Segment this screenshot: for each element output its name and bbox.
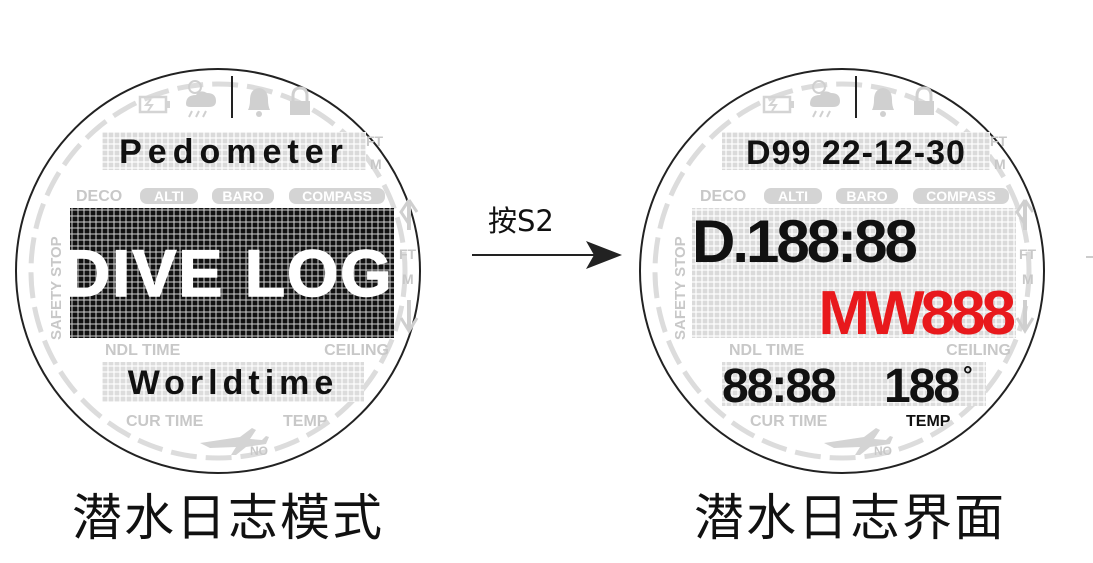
top-dot-matrix-row	[722, 132, 990, 170]
bottom-dot-matrix-row	[102, 362, 364, 402]
battery-icon	[762, 95, 794, 114]
airplane-icon	[200, 428, 269, 455]
unit-m: M	[994, 156, 1006, 172]
right-caption: 潜水日志界面	[694, 489, 1006, 547]
main-text-dive-log: DIVE LOG	[62, 236, 393, 310]
label-temp-lit: TEMP	[906, 413, 951, 430]
left-watch-dashed-ring	[28, 81, 408, 461]
right-watch-dashed-ring	[652, 81, 1032, 461]
bell-icon	[248, 88, 270, 117]
mode-baro: BARO	[222, 188, 263, 204]
mode-compass: COMPASS	[302, 188, 372, 204]
icon-divider	[855, 76, 857, 118]
top-dot-matrix-row	[102, 132, 366, 170]
bell-icon	[872, 88, 894, 117]
left-watch: Pedometer FT M DECO ALTI BARO COMPASS SA…	[15, 68, 421, 474]
arrow-up-icon	[1015, 199, 1035, 230]
right-watch: D99 22-12-30 FT M DECO ALTI BARO COMPASS…	[639, 68, 1045, 474]
unit-m: M	[370, 156, 382, 172]
label-no-fly: NO	[250, 444, 268, 458]
mode-baro: BARO	[846, 188, 887, 204]
side-label-safety-stop: SAFETY STOP	[48, 236, 65, 340]
bottom-row-text: Worldtime	[128, 364, 339, 402]
unit-ft: FT	[366, 133, 384, 149]
mode-deco: DECO	[76, 188, 122, 205]
side-label-safety-stop: SAFETY STOP	[672, 236, 689, 340]
mode-deco: DECO	[700, 188, 746, 205]
transition-label: 按S2	[488, 204, 554, 238]
label-temp: TEMP	[283, 413, 328, 430]
label-cur-time: CUR TIME	[750, 413, 828, 430]
transition-arrow	[472, 241, 622, 269]
left-caption: 潜水日志模式	[72, 489, 384, 547]
main-display-panel	[70, 208, 394, 338]
main-value: D.188:88	[692, 208, 916, 275]
label-no-fly: NO	[874, 444, 892, 458]
label-cur-time: CUR TIME	[126, 413, 204, 430]
label-ndl-time: NDL TIME	[729, 342, 805, 359]
side-unit-m: M	[402, 271, 414, 287]
bottom-dot-matrix-row	[722, 362, 986, 406]
icon-divider	[231, 76, 233, 118]
unit-ft: FT	[990, 133, 1008, 149]
mode-alti: ALTI	[154, 188, 184, 204]
arrow-up-icon	[399, 199, 419, 230]
time-value: 88:88	[722, 360, 836, 413]
main-sub-value: MW888	[818, 279, 1014, 348]
lock-icon	[290, 86, 310, 115]
top-row-date: D99 22-12-30	[746, 134, 966, 172]
mode-alti: ALTI	[778, 188, 808, 204]
lock-icon	[914, 86, 934, 115]
label-ceiling: CEILING	[946, 342, 1011, 359]
main-display-panel	[692, 208, 1016, 338]
mode-compass: COMPASS	[926, 188, 996, 204]
temp-value: 188	[884, 360, 959, 413]
battery-icon	[138, 95, 170, 114]
side-unit-ft: FT	[399, 246, 417, 262]
weather-icon	[186, 80, 216, 118]
side-unit-m: M	[1022, 271, 1034, 287]
top-row-text: Pedometer	[119, 133, 349, 171]
temp-unit: °	[963, 362, 973, 389]
weather-icon	[810, 80, 840, 118]
arrow-down-icon	[1015, 300, 1035, 334]
label-ceiling: CEILING	[324, 342, 389, 359]
side-unit-ft: FT	[1019, 246, 1037, 262]
airplane-icon	[824, 428, 893, 455]
label-ndl-time: NDL TIME	[105, 342, 181, 359]
arrow-down-icon	[399, 300, 419, 334]
